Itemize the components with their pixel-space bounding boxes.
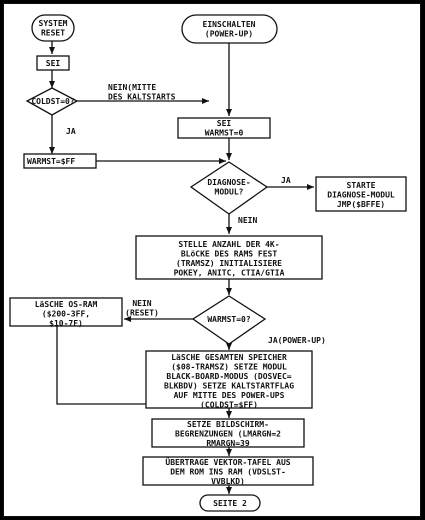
vektor-box: [142, 456, 314, 486]
seite-2-text: SEITE 2: [213, 499, 247, 508]
einschalten-terminal: [181, 14, 278, 44]
stelle-ram-text: STELLE ANZAHL DER 4K-BLöCKE DES RAMS FES…: [174, 240, 285, 278]
warmst-decision: [191, 295, 267, 345]
ja-label-diagnose: JA: [281, 176, 291, 185]
sei-box: [36, 55, 70, 71]
starte-diagnose-box: [315, 176, 407, 212]
losche-gesamt-text: LäSCHE GESAMTEN SPEICHER($08-TRAMSZ) SET…: [164, 353, 294, 410]
losche-gesamt-box: [145, 350, 313, 409]
sei-warmst-box: [177, 117, 271, 139]
warmst-ff-text: WARMST=$FF: [27, 157, 75, 166]
ja-label-coldst: JA: [66, 127, 76, 136]
system-reset-terminal: [31, 14, 75, 42]
warmst-q-text: WARMST=0?: [207, 315, 251, 324]
seite-2-terminal: [199, 494, 261, 512]
diagnose-decision: [189, 161, 269, 215]
stelle-ram-box: [135, 235, 323, 280]
sei-text: SEI: [46, 59, 61, 68]
nein-label-diagnose: NEIN: [238, 216, 257, 225]
nein-reset-label: NEIN(RESET): [125, 299, 159, 318]
losche-os-text: LäSCHE OS-RAM($200-3FF,$10-7F): [35, 300, 98, 328]
losche-os-box: [9, 297, 123, 327]
warmst-ff-box: [23, 153, 97, 169]
bildschirm-box: [151, 418, 305, 448]
ja-power-label: JA(POWER-UP): [268, 336, 326, 345]
coldst-decision: [25, 87, 79, 116]
einschalten-text: EINSCHALTEN(POWER-UP): [203, 20, 256, 39]
coldst-text: COLDST=0?: [31, 97, 75, 106]
diagnose-text: DIAGNOSE-MODUL?: [207, 178, 250, 197]
